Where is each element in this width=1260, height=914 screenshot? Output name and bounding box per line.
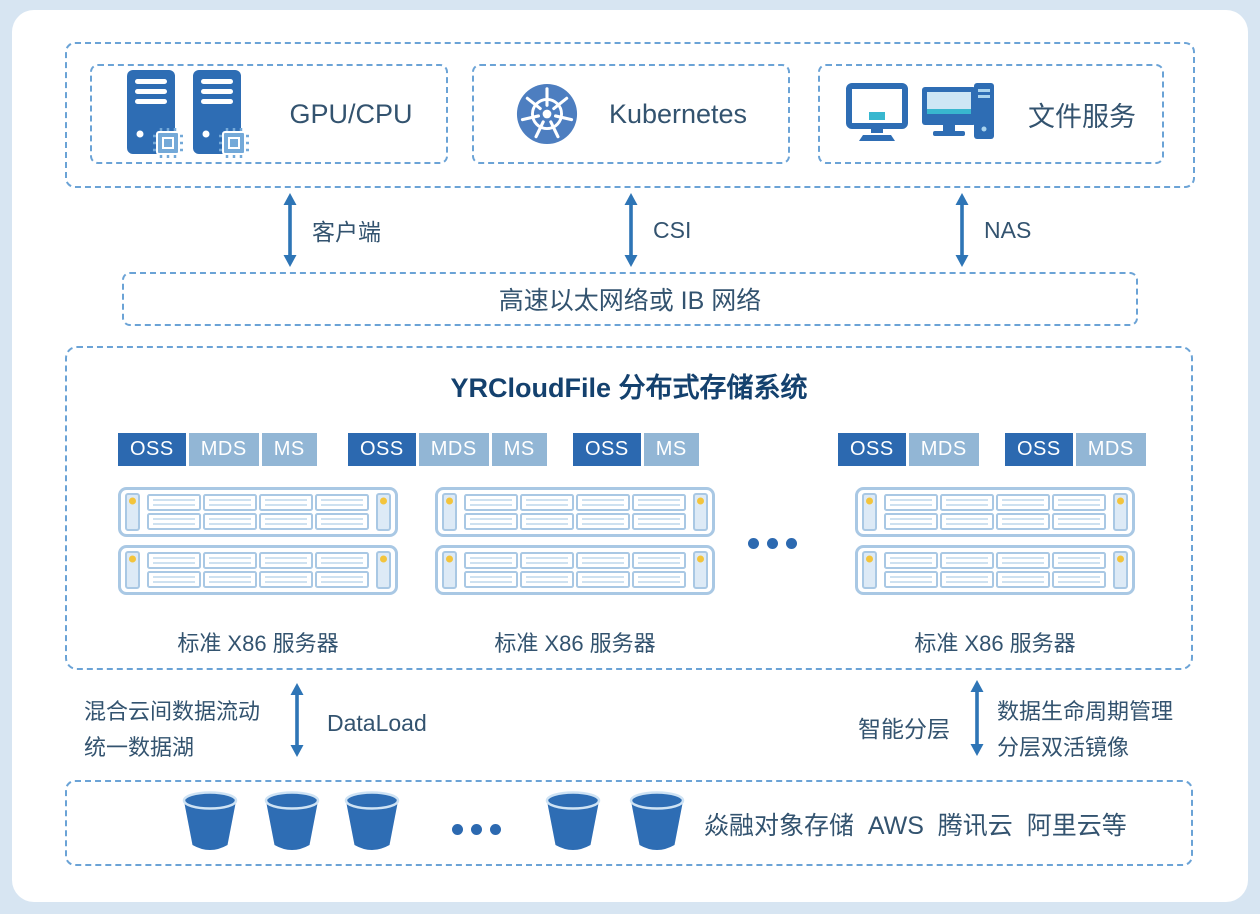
bucket-icon (182, 790, 238, 854)
double-arrow-icon (623, 193, 639, 267)
bucket-icon (264, 790, 320, 854)
mds-badge: MDS (1075, 433, 1146, 466)
mds-badge: MDS (908, 433, 979, 466)
dataload-arrow-icon (289, 683, 305, 757)
right-flow-line-1: 数据生命周期管理 (997, 699, 1174, 724)
tiering-arrow-icon (969, 680, 985, 756)
client-box-gpu-cpu: GPU/CPU (90, 64, 448, 164)
network-box: 高速以太网络或 IB 网络 (122, 272, 1138, 326)
left-flow-text: 混合云间数据流动 统一数据湖 (84, 694, 260, 766)
client-label-file-service: 文件服务 (1028, 101, 1136, 132)
bucket-icon (629, 790, 685, 854)
server-rack-group-2 (435, 487, 715, 595)
connector-csi: CSI (623, 193, 691, 267)
oss-badge: OSS (573, 433, 641, 466)
client-label-kubernetes: Kubernetes (608, 98, 748, 129)
dataload-label: DataLoad (327, 710, 427, 736)
badge-group-2: OSS MDS MS (348, 433, 547, 466)
server-label-1: 标准 X86 服务器 (177, 631, 339, 656)
object-storage-box (65, 780, 1193, 866)
rack-server-icon (855, 545, 1135, 595)
client-box-file-service: 文件服务 (818, 64, 1164, 164)
bucket-icon (344, 790, 400, 854)
server-label-3: 标准 X86 服务器 (914, 631, 1076, 656)
rack-server-icon (435, 545, 715, 595)
ms-badge: MS (491, 433, 547, 466)
rack-server-icon (118, 487, 398, 537)
ms-badge: MS (643, 433, 699, 466)
object-storage-label: 焱融对象存储 AWS 腾讯云 阿里云等 (704, 812, 1127, 840)
rack-server-icon (855, 487, 1135, 537)
right-flow-line-2: 分层双活镜像 (997, 735, 1130, 760)
mds-badge: MDS (188, 433, 259, 466)
kubernetes-icon (515, 82, 579, 146)
bucket-icon (545, 790, 601, 854)
client-box-kubernetes: Kubernetes (472, 64, 790, 164)
badge-group-3: OSS MS (573, 433, 699, 466)
left-flow-line-1: 混合云间数据流动 (84, 699, 261, 724)
badge-group-1: OSS MDS MS (118, 433, 317, 466)
server-label-2: 标准 X86 服务器 (494, 631, 656, 656)
connector-label-csi: CSI (653, 216, 692, 243)
connector-label-client: 客户端 (312, 219, 381, 245)
file-service-computers-icon (846, 83, 998, 145)
ellipsis-icon (748, 538, 797, 549)
server-rack-group-1 (118, 487, 398, 595)
double-arrow-icon (282, 193, 298, 267)
connector-nas: NAS (954, 193, 1031, 267)
rack-server-icon (118, 545, 398, 595)
storage-system-title: YRCloudFile 分布式存储系统 (450, 373, 808, 403)
server-rack-group-3 (855, 487, 1135, 595)
oss-badge: OSS (348, 433, 416, 466)
ellipsis-icon (452, 824, 501, 835)
mds-badge: MDS (418, 433, 489, 466)
tiering-label: 智能分层 (858, 716, 950, 742)
connector-client: 客户端 (282, 193, 381, 267)
client-label-gpu-cpu: GPU/CPU (289, 98, 413, 129)
oss-badge: OSS (118, 433, 186, 466)
server-towers-icon (125, 68, 259, 160)
connector-label-nas: NAS (984, 216, 1032, 243)
badge-group-5: OSS MDS (1005, 433, 1146, 466)
oss-badge: OSS (1005, 433, 1073, 466)
network-label: 高速以太网络或 IB 网络 (498, 287, 762, 315)
ms-badge: MS (261, 433, 317, 466)
right-flow-text: 数据生命周期管理 分层双活镜像 (997, 694, 1173, 766)
left-flow-line-2: 统一数据湖 (84, 735, 195, 760)
badge-group-4: OSS MDS (838, 433, 979, 466)
rack-server-icon (435, 487, 715, 537)
double-arrow-icon (954, 193, 970, 267)
oss-badge: OSS (838, 433, 906, 466)
